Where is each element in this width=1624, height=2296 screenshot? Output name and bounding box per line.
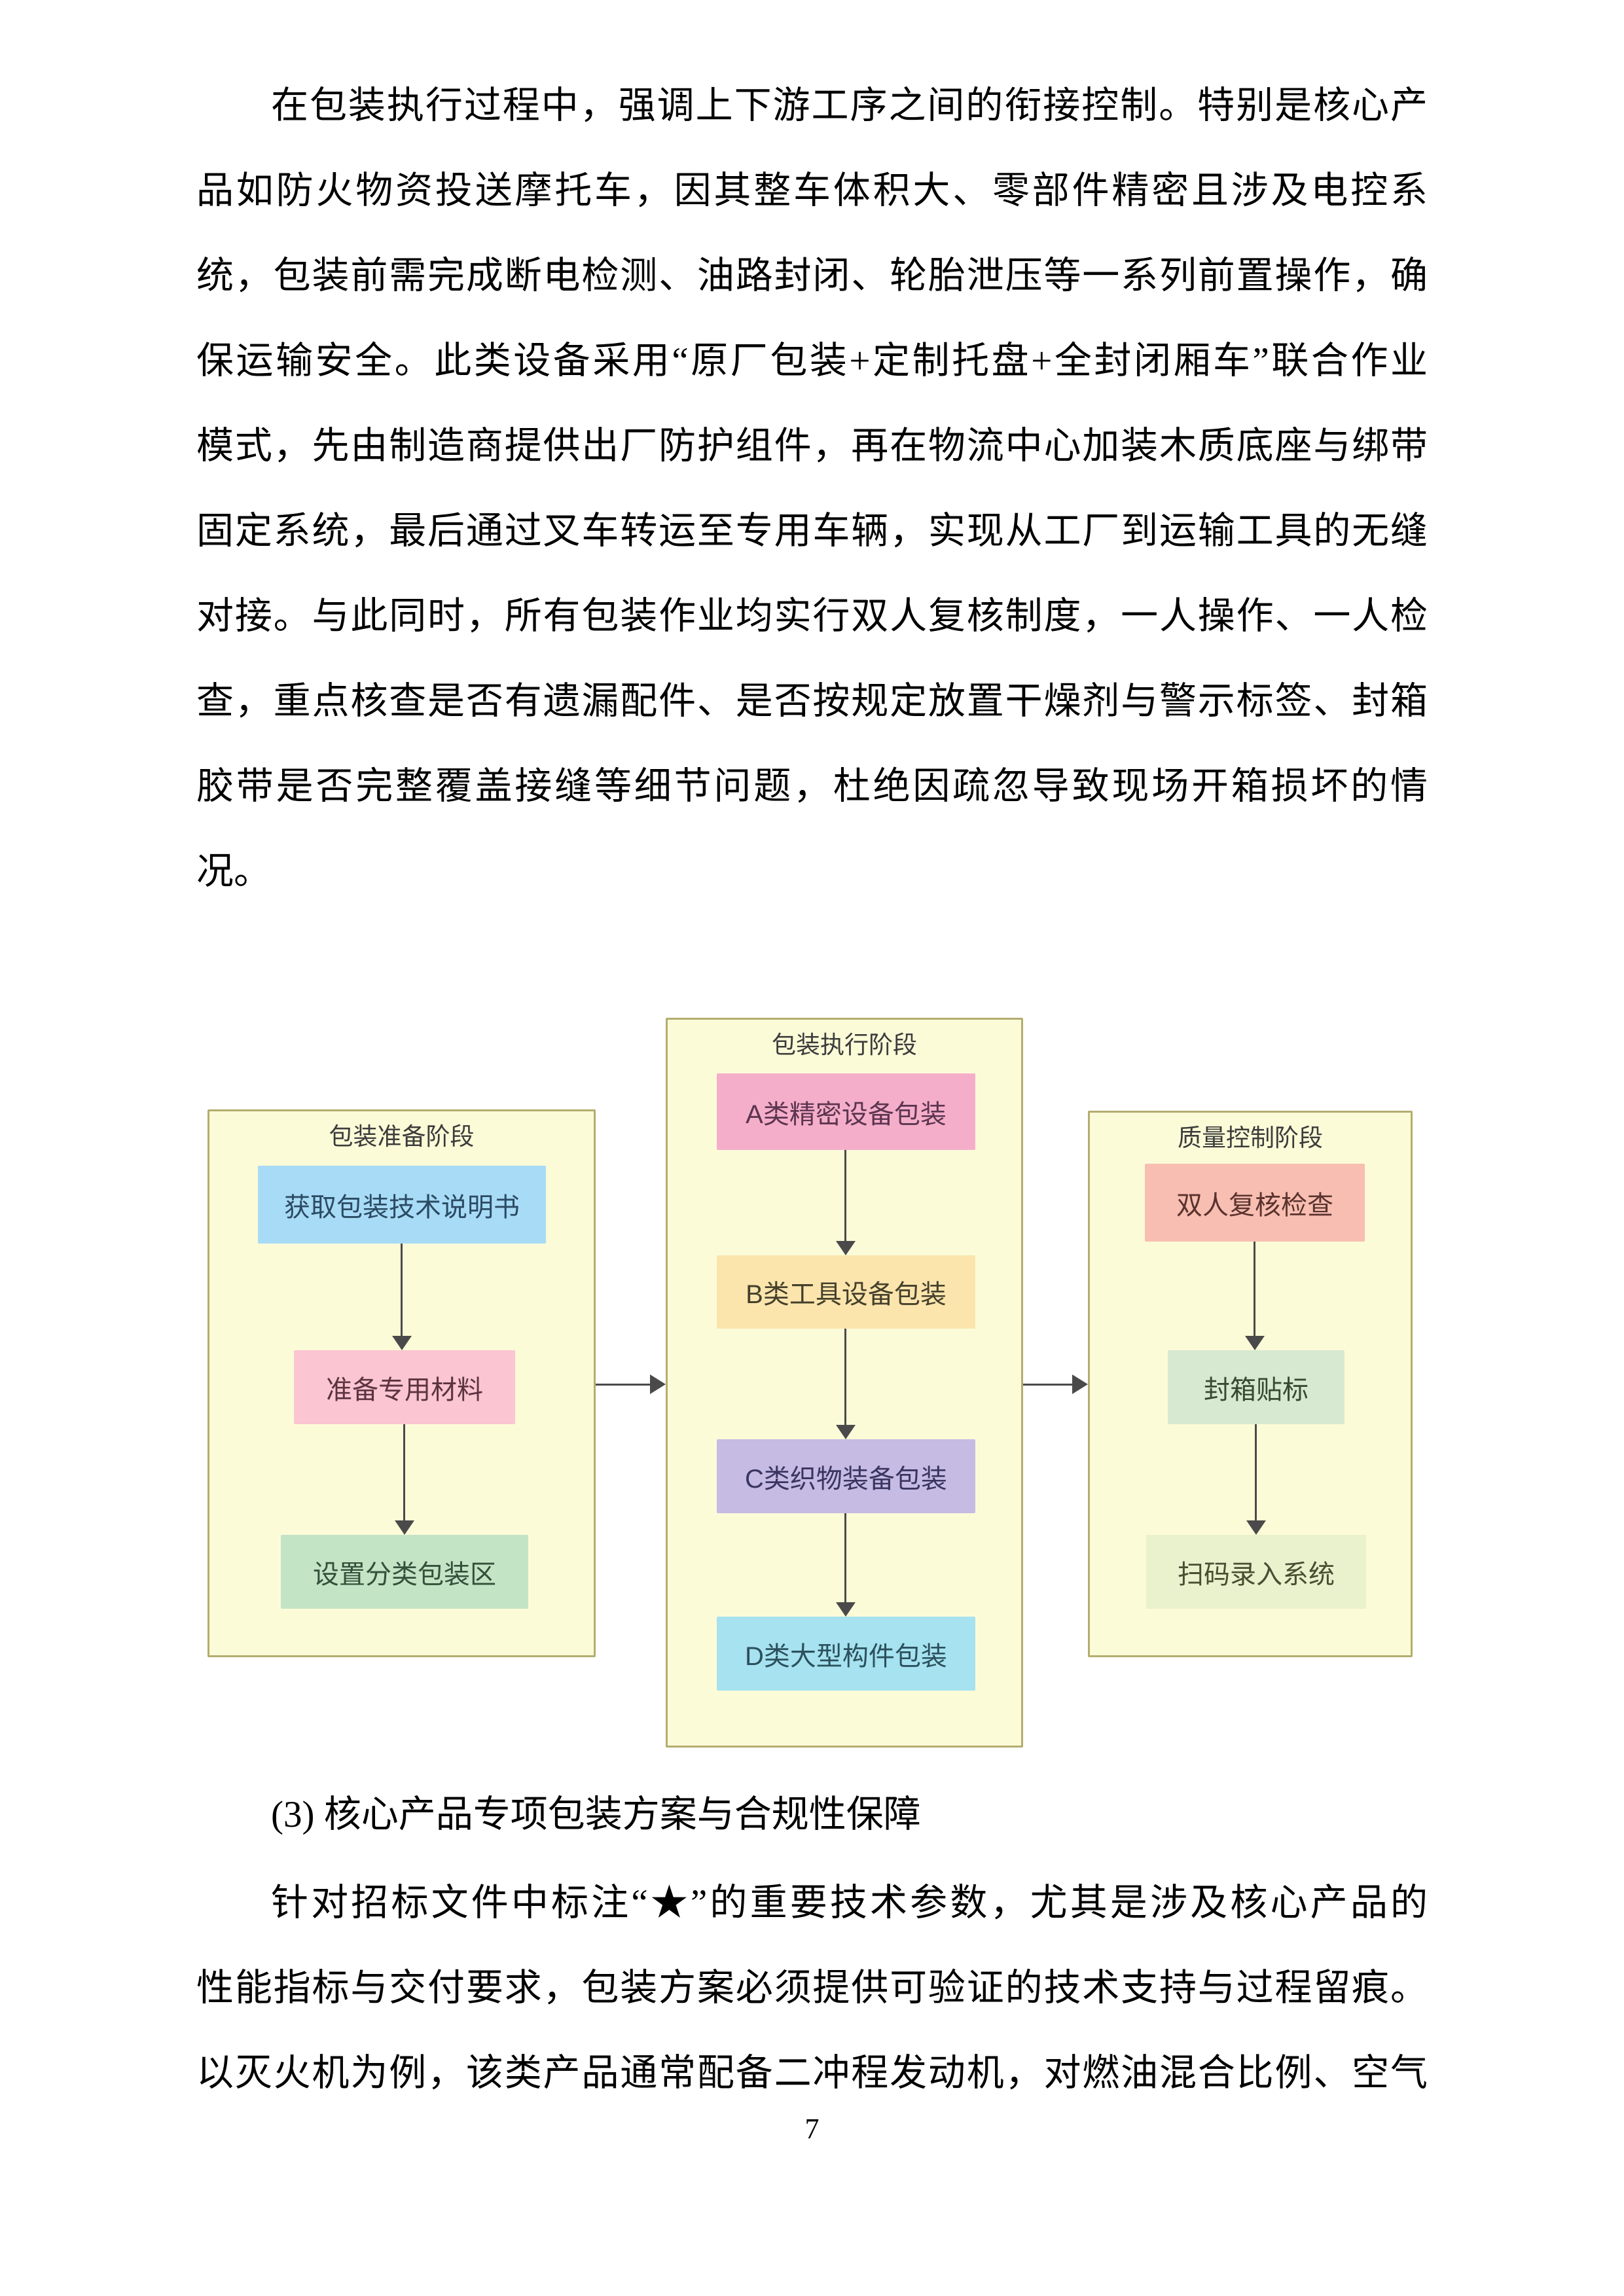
body-line: 性能指标与交付要求，包装方案必须提供可验证的技术支持与过程留痕。 (196, 1967, 1428, 2009)
body-line: 针对招标文件中标注“★”的重要技术参数，尤其是涉及核心产品的 (271, 1882, 1428, 1924)
section-heading: (3) 核心产品专项包装方案与合规性保障 (271, 1794, 921, 1835)
flow-node-label: 封箱贴标 (1204, 1375, 1308, 1405)
flow-node-label: 设置分类包装区 (313, 1560, 496, 1589)
body-line: 胶带是否完整覆盖接缝等细节问题，杜绝因疏忽导致现场开箱损坏的情 (196, 766, 1428, 807)
arrow-down-icon (844, 1329, 846, 1426)
arrow-down-icon (836, 1241, 856, 1255)
flow-node-double-check: 双人复核检查 (1145, 1164, 1365, 1242)
arrow-down-icon (1254, 1242, 1255, 1337)
flow-node-label: 获取包装技术说明书 (284, 1193, 520, 1222)
flow-node-seal-label: 封箱贴标 (1168, 1350, 1344, 1424)
body-line: 对接。与此同时，所有包装作业均实行双人复核制度，一人操作、一人检 (196, 596, 1428, 637)
flow-node-label: 准备专用材料 (326, 1375, 483, 1405)
paragraph-2: 针对招标文件中标注“★”的重要技术参数，尤其是涉及核心产品的 性能指标与交付要求… (196, 1861, 1428, 2116)
arrow-down-icon (844, 1150, 846, 1242)
arrow-right-icon (1072, 1374, 1088, 1394)
body-line: 保运输安全。此类设备采用“原厂包装+定制托盘+全封闭厢车”联合作业 (196, 340, 1428, 382)
arrow-down-icon (836, 1602, 856, 1617)
arrow-down-icon (1255, 1424, 1257, 1522)
body-line: 统，包装前需完成断电检测、油路封闭、轮胎泄压等一系列前置操作，确 (196, 255, 1428, 296)
flow-node-scan-entry: 扫码录入系统 (1146, 1535, 1366, 1609)
body-line: 查，重点核查是否有遗漏配件、是否按规定放置干燥剂与警示标签、封箱 (196, 681, 1428, 722)
section-heading-block: (3) 核心产品专项包装方案与合规性保障 (196, 1772, 1428, 1857)
body-line: 品如防火物资投送摩托车，因其整车体积大、零部件精密且涉及电控系 (196, 170, 1428, 211)
body-line: 以灭火机为例，该类产品通常配备二冲程发动机，对燃油混合比例、空气 (196, 2053, 1428, 2094)
flow-node-get-spec: 获取包装技术说明书 (258, 1166, 546, 1244)
flow-node-label: B类工具设备包装 (746, 1280, 947, 1309)
flow-group-title-preparation: 包装准备阶段 (329, 1123, 475, 1150)
flow-node-label: C类织物装备包装 (745, 1464, 947, 1494)
flow-node-label: D类大型构件包装 (745, 1641, 947, 1671)
arrow-right-icon (596, 1384, 651, 1386)
paragraph-1: 在包装执行过程中，强调上下游工序之间的衔接控制。特别是核心产 品如防火物资投送摩… (196, 63, 1428, 914)
arrow-down-icon (392, 1336, 412, 1350)
body-line: 在包装执行过程中，强调上下游工序之间的衔接控制。特别是核心产 (271, 85, 1428, 126)
flow-node-prepare-materials: 准备专用材料 (294, 1350, 515, 1424)
arrow-right-icon (1023, 1384, 1074, 1386)
flow-group-title-execution: 包装执行阶段 (772, 1031, 917, 1058)
arrow-down-icon (401, 1244, 403, 1337)
flow-group-title-quality: 质量控制阶段 (1178, 1124, 1323, 1151)
flow-node-label: 双人复核检查 (1176, 1191, 1333, 1220)
flow-node-class-c: C类织物装备包装 (717, 1439, 975, 1513)
arrow-down-icon (403, 1424, 405, 1522)
flow-node-label: 扫码录入系统 (1178, 1560, 1335, 1589)
flow-node-class-b: B类工具设备包装 (717, 1255, 975, 1329)
flow-node-label: A类精密设备包装 (746, 1100, 947, 1129)
page-number: 7 (804, 2113, 820, 2145)
arrow-down-icon (1245, 1336, 1265, 1350)
arrow-down-icon (844, 1513, 846, 1604)
arrow-right-icon (650, 1374, 666, 1394)
flow-node-class-d: D类大型构件包装 (717, 1617, 975, 1691)
body-line: 模式，先由制造商提供出厂防护组件，再在物流中心加装木质底座与绑带 (196, 425, 1428, 467)
arrow-down-icon (395, 1520, 414, 1535)
flow-node-class-a: A类精密设备包装 (717, 1073, 975, 1150)
body-line: 固定系统，最后通过叉车转运至专用车辆，实现从工厂到运输工具的无缝 (196, 511, 1428, 552)
body-line: 况。 (196, 851, 271, 892)
arrow-down-icon (1246, 1520, 1266, 1535)
flow-node-setup-zones: 设置分类包装区 (281, 1535, 528, 1609)
arrow-down-icon (836, 1425, 856, 1439)
